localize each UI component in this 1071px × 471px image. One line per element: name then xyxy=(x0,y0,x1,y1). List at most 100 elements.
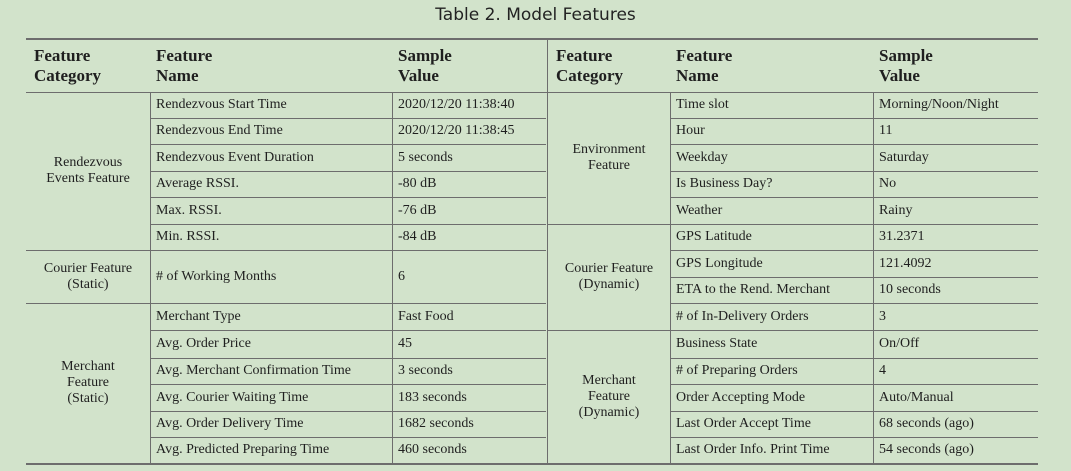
left-feature-name: Rendezvous End Time xyxy=(156,123,283,138)
left-feature-name: Avg. Courier Waiting Time xyxy=(156,389,309,405)
right-header-category-line: Category xyxy=(556,66,624,85)
left-sample-value: 6 xyxy=(398,268,405,284)
left-sample-value: 45 xyxy=(398,336,412,351)
right-sample-value: Saturday xyxy=(879,149,929,165)
category-label-line: (Static) xyxy=(67,391,109,406)
left-row-rule xyxy=(150,384,546,385)
category-label-line: (Static) xyxy=(67,276,109,292)
left-feature-name: Rendezvous Event Duration xyxy=(156,149,314,165)
right-row-rule xyxy=(670,144,1038,145)
category-label-line: Feature xyxy=(588,157,630,173)
right-feature-name: ETA to the Rend. Merchant xyxy=(676,282,831,297)
left-header-value-line: Value xyxy=(398,66,439,85)
category-label-line: Feature xyxy=(588,388,630,404)
left-row-rule xyxy=(150,171,546,172)
left-sample-value: 183 seconds xyxy=(398,389,467,405)
left-feature-name: Max. RSSI. xyxy=(156,202,222,218)
right-feature-name: GPS Latitude xyxy=(676,229,752,244)
right-sample-value: 11 xyxy=(879,123,893,138)
left-row-rule xyxy=(150,358,546,359)
category-label-line: Merchant xyxy=(582,372,636,388)
left-sample-value: -76 dB xyxy=(398,202,437,218)
category-label-line: Events Feature xyxy=(46,170,130,186)
left-category-cell: Courier Feature(Static) xyxy=(26,250,150,303)
right-feature-name: Business State xyxy=(676,336,758,351)
right-sample-value: 68 seconds (ago) xyxy=(879,416,974,431)
left-sample-value: 2020/12/20 11:38:40 xyxy=(398,96,515,112)
left-row-rule xyxy=(150,197,546,198)
left-feature-name: Rendezvous Start Time xyxy=(156,96,287,112)
right-row-rule xyxy=(670,118,1038,119)
header-bottom-rule xyxy=(26,92,1038,93)
left-feature-name: # of Working Months xyxy=(156,268,277,284)
right-feature-name: Last Order Accept Time xyxy=(676,416,811,431)
right-sample-value: No xyxy=(879,176,897,191)
left-col-divider-1 xyxy=(150,92,151,463)
left-sample-value: Fast Food xyxy=(398,308,454,324)
right-header-name-line: Name xyxy=(676,66,719,85)
left-feature-name: Avg. Order Delivery Time xyxy=(156,416,304,431)
category-label-line: Courier Feature xyxy=(564,261,654,276)
right-feature-name: Weather xyxy=(676,202,723,218)
right-header-category-line: Feature xyxy=(556,46,613,65)
right-feature-name: Weekday xyxy=(676,149,728,165)
right-header-name-line: Feature xyxy=(676,46,733,65)
left-sample-value: -84 dB xyxy=(398,229,437,244)
category-label-line: Merchant xyxy=(61,359,115,374)
table-bottom-rule xyxy=(26,463,1038,465)
right-row-rule xyxy=(670,437,1038,438)
left-feature-name: Avg. Predicted Preparing Time xyxy=(156,442,330,457)
left-sample-value: 460 seconds xyxy=(398,442,467,457)
right-group-rule xyxy=(548,330,1038,331)
right-sample-value: 3 xyxy=(879,308,886,324)
left-row-rule xyxy=(150,144,546,145)
right-col-divider-2 xyxy=(873,92,874,463)
left-feature-name: Average RSSI. xyxy=(156,176,239,191)
right-row-rule xyxy=(670,277,1038,278)
left-row-rule xyxy=(150,437,546,438)
right-feature-name: # of In-Delivery Orders xyxy=(676,308,809,324)
left-row-rule xyxy=(150,118,546,119)
right-header-value-line: Sample xyxy=(879,46,933,65)
left-header-value-line: Sample xyxy=(398,46,452,65)
right-sample-value: Morning/Noon/Night xyxy=(879,96,999,112)
category-label-line: Environment xyxy=(572,141,646,157)
left-sample-value: -80 dB xyxy=(398,176,437,191)
right-sample-value: 4 xyxy=(879,363,886,378)
right-sample-value: On/Off xyxy=(879,336,920,351)
left-sample-value: 5 seconds xyxy=(398,149,453,165)
left-header-category-line: Category xyxy=(34,66,102,85)
left-feature-name: Avg. Merchant Confirmation Time xyxy=(156,363,351,378)
right-row-rule xyxy=(670,197,1038,198)
right-col-divider-1 xyxy=(670,92,671,463)
left-feature-name: Min. RSSI. xyxy=(156,229,220,244)
right-sample-value: Rainy xyxy=(879,202,913,218)
left-sample-value: 3 seconds xyxy=(398,363,453,378)
table-caption: Table 2. Model Features xyxy=(435,5,636,25)
right-feature-name: Time slot xyxy=(676,96,729,112)
right-category-cell: Courier Feature(Dynamic) xyxy=(548,224,670,330)
left-feature-name: Avg. Order Price xyxy=(156,336,251,351)
left-col-divider-2 xyxy=(392,92,393,463)
left-sample-value: 1682 seconds xyxy=(398,416,474,431)
right-sample-value: 10 seconds xyxy=(879,282,941,297)
left-sample-value: 2020/12/20 11:38:45 xyxy=(398,123,515,138)
left-group-rule xyxy=(26,303,546,304)
right-row-rule xyxy=(670,303,1038,304)
center-divider xyxy=(547,38,548,463)
category-label-line: Courier Feature xyxy=(43,260,133,276)
category-label-line: (Dynamic) xyxy=(578,277,640,292)
left-group-rule xyxy=(26,250,546,251)
category-label-line: Rendezvous xyxy=(53,154,123,170)
table-top-rule xyxy=(26,38,1038,40)
right-row-rule xyxy=(670,358,1038,359)
